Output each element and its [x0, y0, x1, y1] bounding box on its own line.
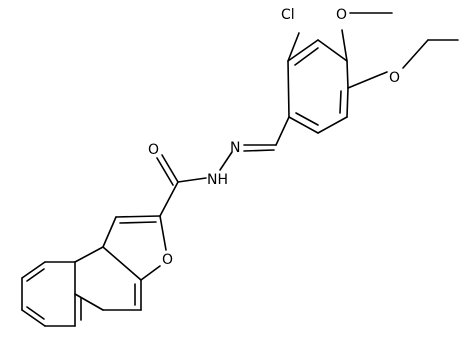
- bond: [347, 71, 388, 89]
- bond: [115, 215, 161, 218]
- bond: [219, 151, 233, 171]
- bond: [102, 216, 117, 248]
- atom-label-ethoxy-oxygen: O: [389, 70, 400, 86]
- bond: [177, 177, 207, 183]
- bond: [346, 87, 349, 118]
- bond: [317, 39, 348, 62]
- bond: [102, 246, 142, 281]
- bond-double: [156, 157, 174, 186]
- bond: [74, 246, 104, 263]
- bond-double-inner: [294, 47, 319, 66]
- bond: [74, 293, 104, 311]
- atom-label-methoxy-oxygen: O: [336, 7, 347, 23]
- bond: [140, 265, 161, 281]
- bond: [346, 60, 349, 89]
- bond-double-inner: [295, 112, 319, 126]
- bond: [161, 154, 179, 183]
- atom-label-furan-oxygen: O: [162, 252, 173, 268]
- bond: [21, 261, 46, 279]
- atom-label-imine-nitrogen: N: [230, 140, 240, 156]
- bond: [287, 32, 300, 62]
- bond-double-inner: [26, 268, 45, 282]
- bond-double-inner: [26, 306, 45, 320]
- bond-double-inner: [339, 90, 342, 114]
- bond: [21, 309, 46, 327]
- bond: [288, 116, 319, 134]
- bond: [287, 60, 290, 118]
- bond: [402, 39, 429, 69]
- bond: [341, 29, 348, 62]
- bond-double: [243, 149, 275, 152]
- bond: [317, 116, 348, 134]
- atom-label-carbonyl-oxygen: O: [148, 142, 159, 158]
- bond: [275, 116, 290, 146]
- bond: [159, 181, 179, 217]
- bond: [287, 39, 319, 62]
- bond: [159, 215, 167, 251]
- atom-label-chlorine: Cl: [281, 7, 295, 23]
- bond-double-inner: [119, 221, 157, 224]
- atom-label-amide-nh: NH: [207, 172, 228, 188]
- bond-lines: [21, 12, 459, 327]
